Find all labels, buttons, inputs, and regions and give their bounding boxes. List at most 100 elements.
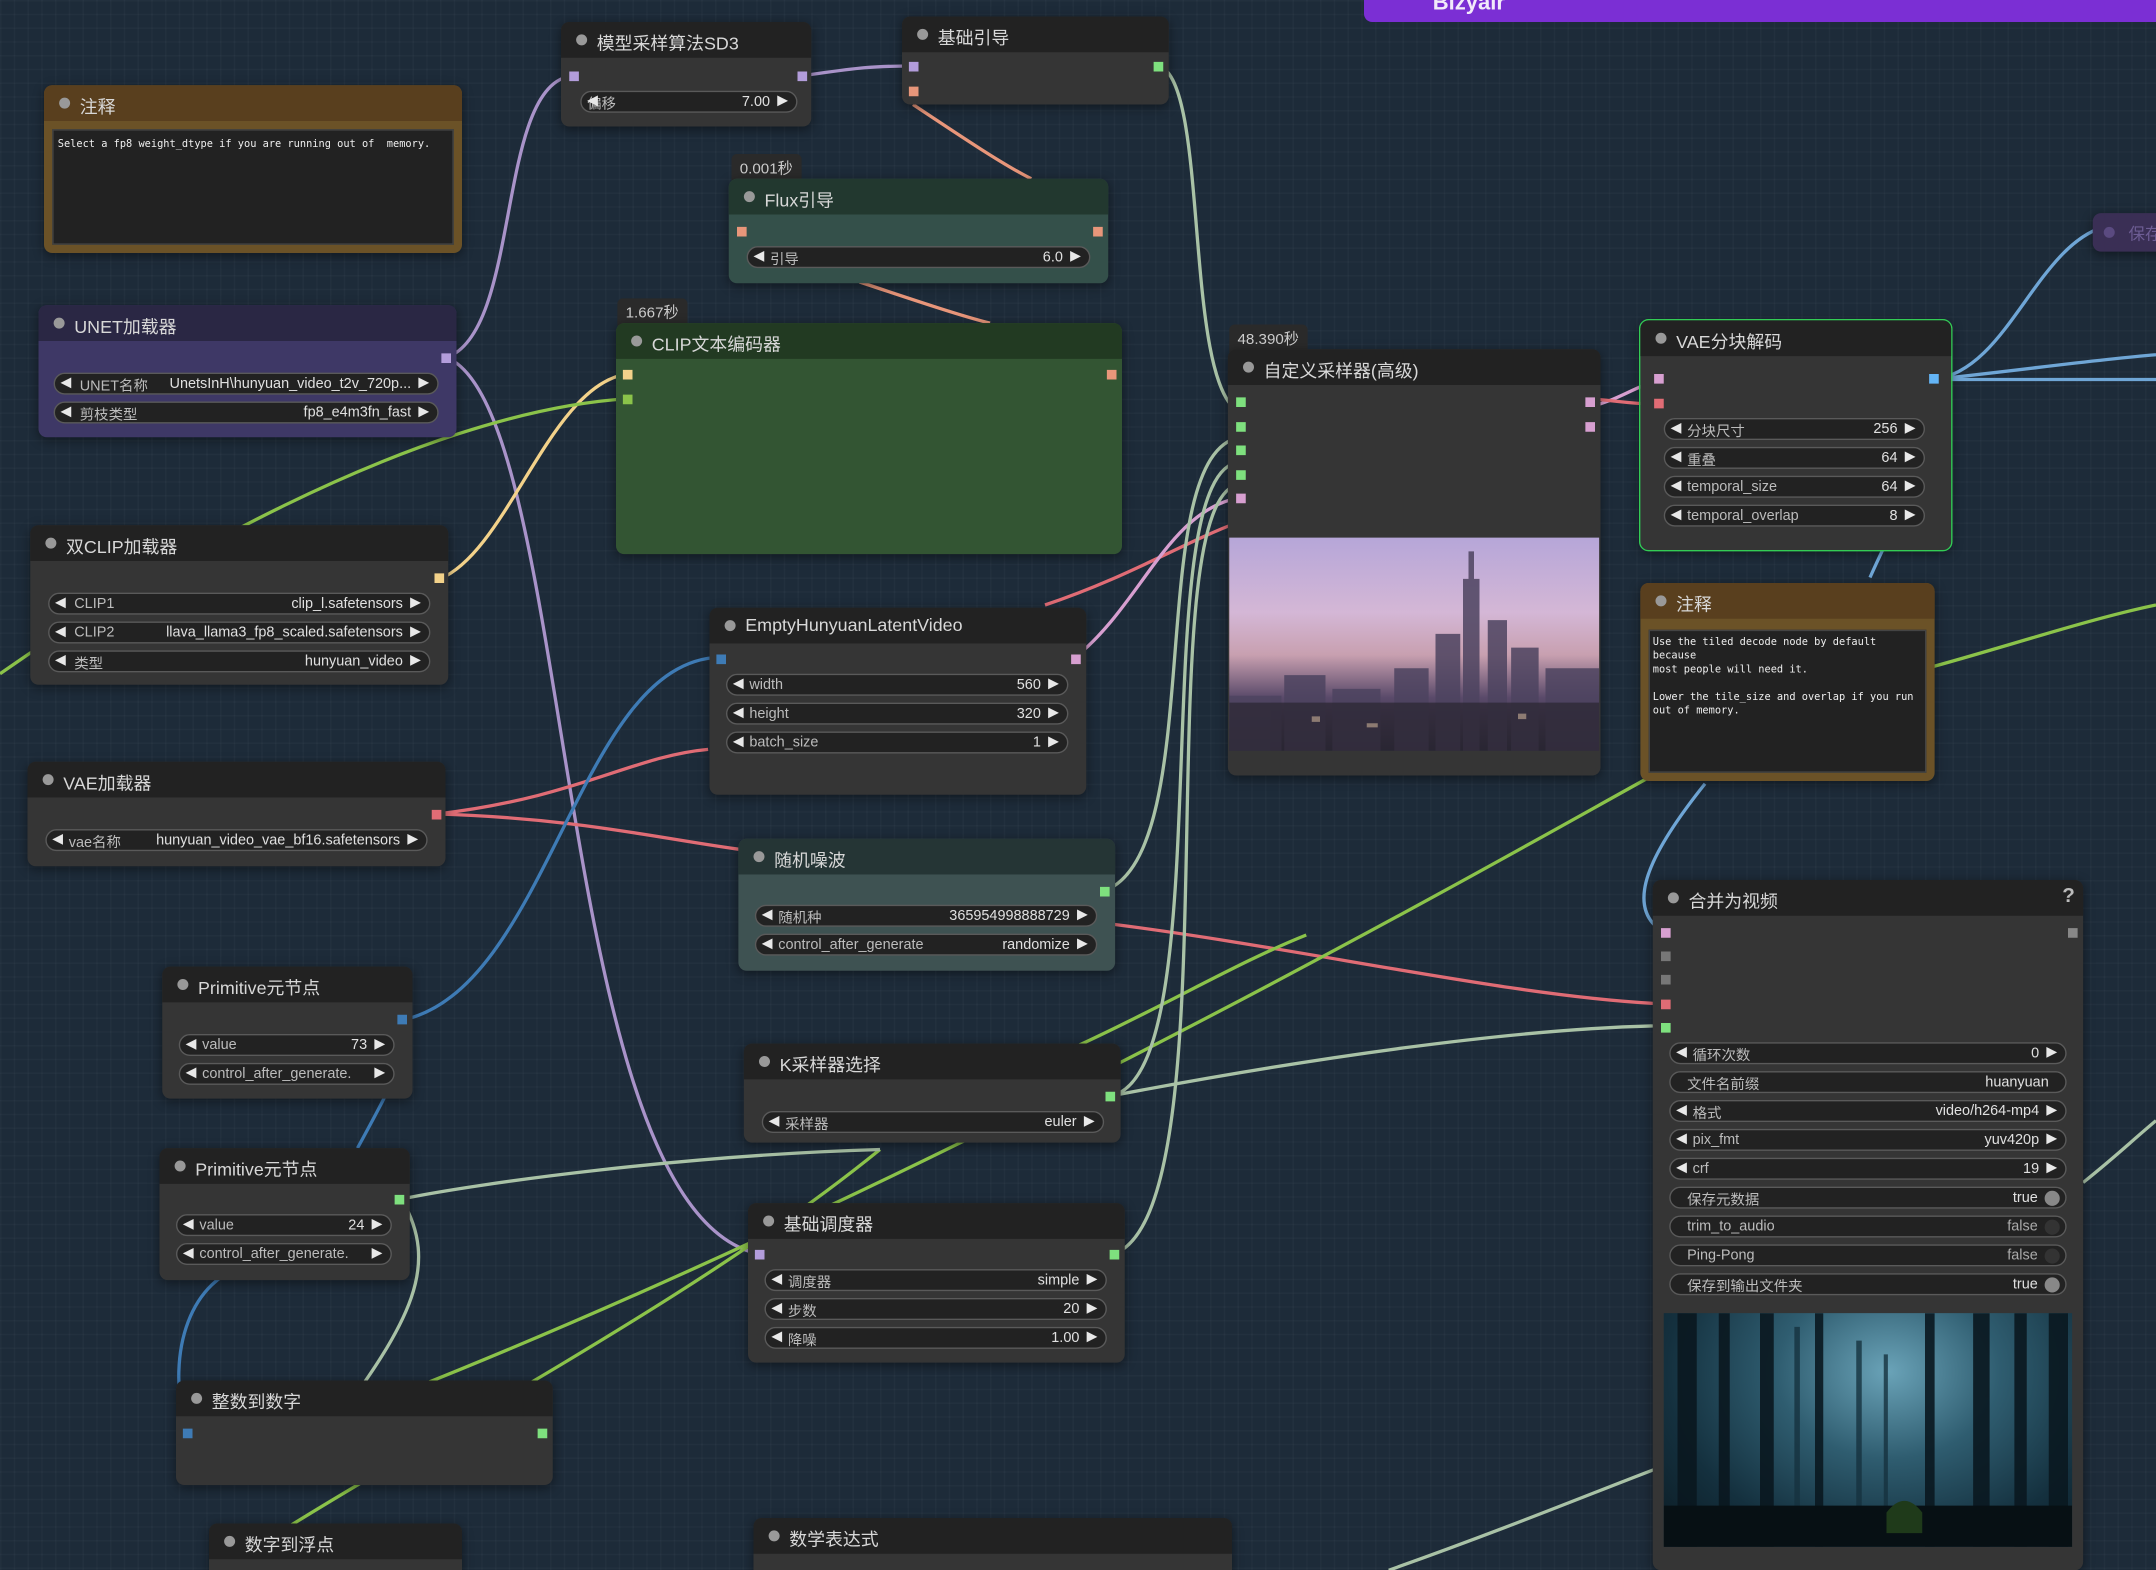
collapse-dot[interactable] <box>917 28 929 40</box>
collapse-dot[interactable] <box>1667 892 1679 904</box>
left-arrow-icon[interactable]: ◀ <box>1670 478 1682 494</box>
input-slot-model[interactable] <box>754 1249 765 1260</box>
collapse-dot[interactable] <box>59 97 71 109</box>
left-arrow-icon[interactable]: ◀ <box>771 1271 782 1287</box>
left-arrow-icon[interactable]: ◀ <box>1670 449 1682 465</box>
output-slot-sampler[interactable] <box>1105 1091 1116 1102</box>
input-slot-int[interactable] <box>182 1428 193 1439</box>
collapse-dot[interactable] <box>759 1056 770 1067</box>
note-node[interactable]: 注释 Use the tiled decode node by default … <box>1640 583 1935 781</box>
input-slot-conditioning[interactable] <box>737 226 747 237</box>
left-arrow-icon[interactable]: ◀ <box>185 1065 197 1081</box>
right-arrow-icon[interactable]: ▶ <box>410 595 421 611</box>
right-arrow-icon[interactable]: ▶ <box>1086 1329 1098 1345</box>
output-slot-denoised[interactable] <box>1585 422 1595 432</box>
right-arrow-icon[interactable]: ▶ <box>2046 1045 2057 1061</box>
collapse-dot[interactable] <box>45 537 57 549</box>
left-arrow-icon[interactable]: ◀ <box>587 93 598 109</box>
input-slot-clip[interactable] <box>622 369 633 380</box>
right-arrow-icon[interactable]: ▶ <box>374 1036 385 1052</box>
output-slot-model[interactable] <box>797 71 808 82</box>
left-arrow-icon[interactable]: ◀ <box>768 1113 780 1129</box>
toggle-knob[interactable] <box>2044 1277 2060 1293</box>
video-preview[interactable] <box>1663 1313 2073 1547</box>
right-arrow-icon[interactable]: ▶ <box>1077 907 1088 923</box>
left-arrow-icon[interactable]: ◀ <box>1676 1131 1687 1147</box>
input-slot-vae[interactable] <box>1661 999 1671 1010</box>
output-slot-conditioning[interactable] <box>1093 226 1103 237</box>
input-slot-meta-batch[interactable] <box>1661 974 1671 985</box>
output-slot-guider[interactable] <box>1153 61 1164 72</box>
input-slot-int[interactable] <box>716 654 726 665</box>
output-slot-model[interactable] <box>441 353 451 363</box>
input-slot-noise[interactable] <box>1236 397 1246 407</box>
sampler-custom-advanced-node[interactable]: 自定义采样器(高级) <box>1227 349 1601 776</box>
right-arrow-icon[interactable]: ▶ <box>1048 705 1059 721</box>
right-arrow-icon[interactable]: ▶ <box>1077 936 1088 952</box>
output-slot-clip[interactable] <box>434 573 445 583</box>
output-slot-output[interactable] <box>1585 397 1595 407</box>
number-to-float-node[interactable]: 数字到浮点 <box>209 1523 462 1570</box>
note-node[interactable]: 注释 Select a fp8 weight_dtype if you are … <box>44 85 462 253</box>
left-arrow-icon[interactable]: ◀ <box>761 936 773 952</box>
toggle-knob[interactable] <box>2044 1248 2060 1264</box>
left-arrow-icon[interactable]: ◀ <box>60 404 72 420</box>
collapse-dot[interactable] <box>1655 595 1667 607</box>
output-slot-number[interactable] <box>537 1428 548 1439</box>
right-arrow-icon[interactable]: ▶ <box>1086 1300 1098 1316</box>
right-arrow-icon[interactable]: ▶ <box>1904 449 1916 465</box>
save-node-partial[interactable]: 保存 <box>2092 213 2156 252</box>
right-arrow-icon[interactable]: ▶ <box>1086 1271 1098 1287</box>
output-slot-int[interactable] <box>397 1014 407 1025</box>
left-arrow-icon[interactable]: ◀ <box>732 705 744 721</box>
input-slot-frame-rate[interactable] <box>1661 1023 1671 1033</box>
right-arrow-icon[interactable]: ▶ <box>1083 1113 1095 1129</box>
right-arrow-icon[interactable]: ▶ <box>2046 1131 2057 1147</box>
input-slot-vae[interactable] <box>1654 398 1664 409</box>
help-icon[interactable]: ? <box>2062 884 2075 908</box>
collapse-dot[interactable] <box>174 1160 186 1172</box>
left-arrow-icon[interactable]: ◀ <box>753 248 765 264</box>
right-arrow-icon[interactable]: ▶ <box>418 375 429 391</box>
collapse-dot[interactable] <box>1655 332 1667 344</box>
input-slot-text[interactable] <box>622 394 633 405</box>
collapse-dot[interactable] <box>576 34 588 46</box>
toggle-knob[interactable] <box>2044 1219 2060 1235</box>
top-banner[interactable]: Bizyair <box>1364 0 2156 22</box>
note-textarea[interactable] <box>1648 629 1927 773</box>
collapse-dot[interactable] <box>224 1535 236 1547</box>
left-arrow-icon[interactable]: ◀ <box>55 595 66 611</box>
input-slot-images[interactable] <box>1661 928 1671 938</box>
input-slot-model[interactable] <box>908 61 919 72</box>
right-arrow-icon[interactable]: ▶ <box>418 404 429 420</box>
basic-guider-node[interactable]: 基础引导 <box>902 16 1169 105</box>
left-arrow-icon[interactable]: ◀ <box>1670 420 1682 436</box>
right-arrow-icon[interactable]: ▶ <box>371 1245 383 1261</box>
